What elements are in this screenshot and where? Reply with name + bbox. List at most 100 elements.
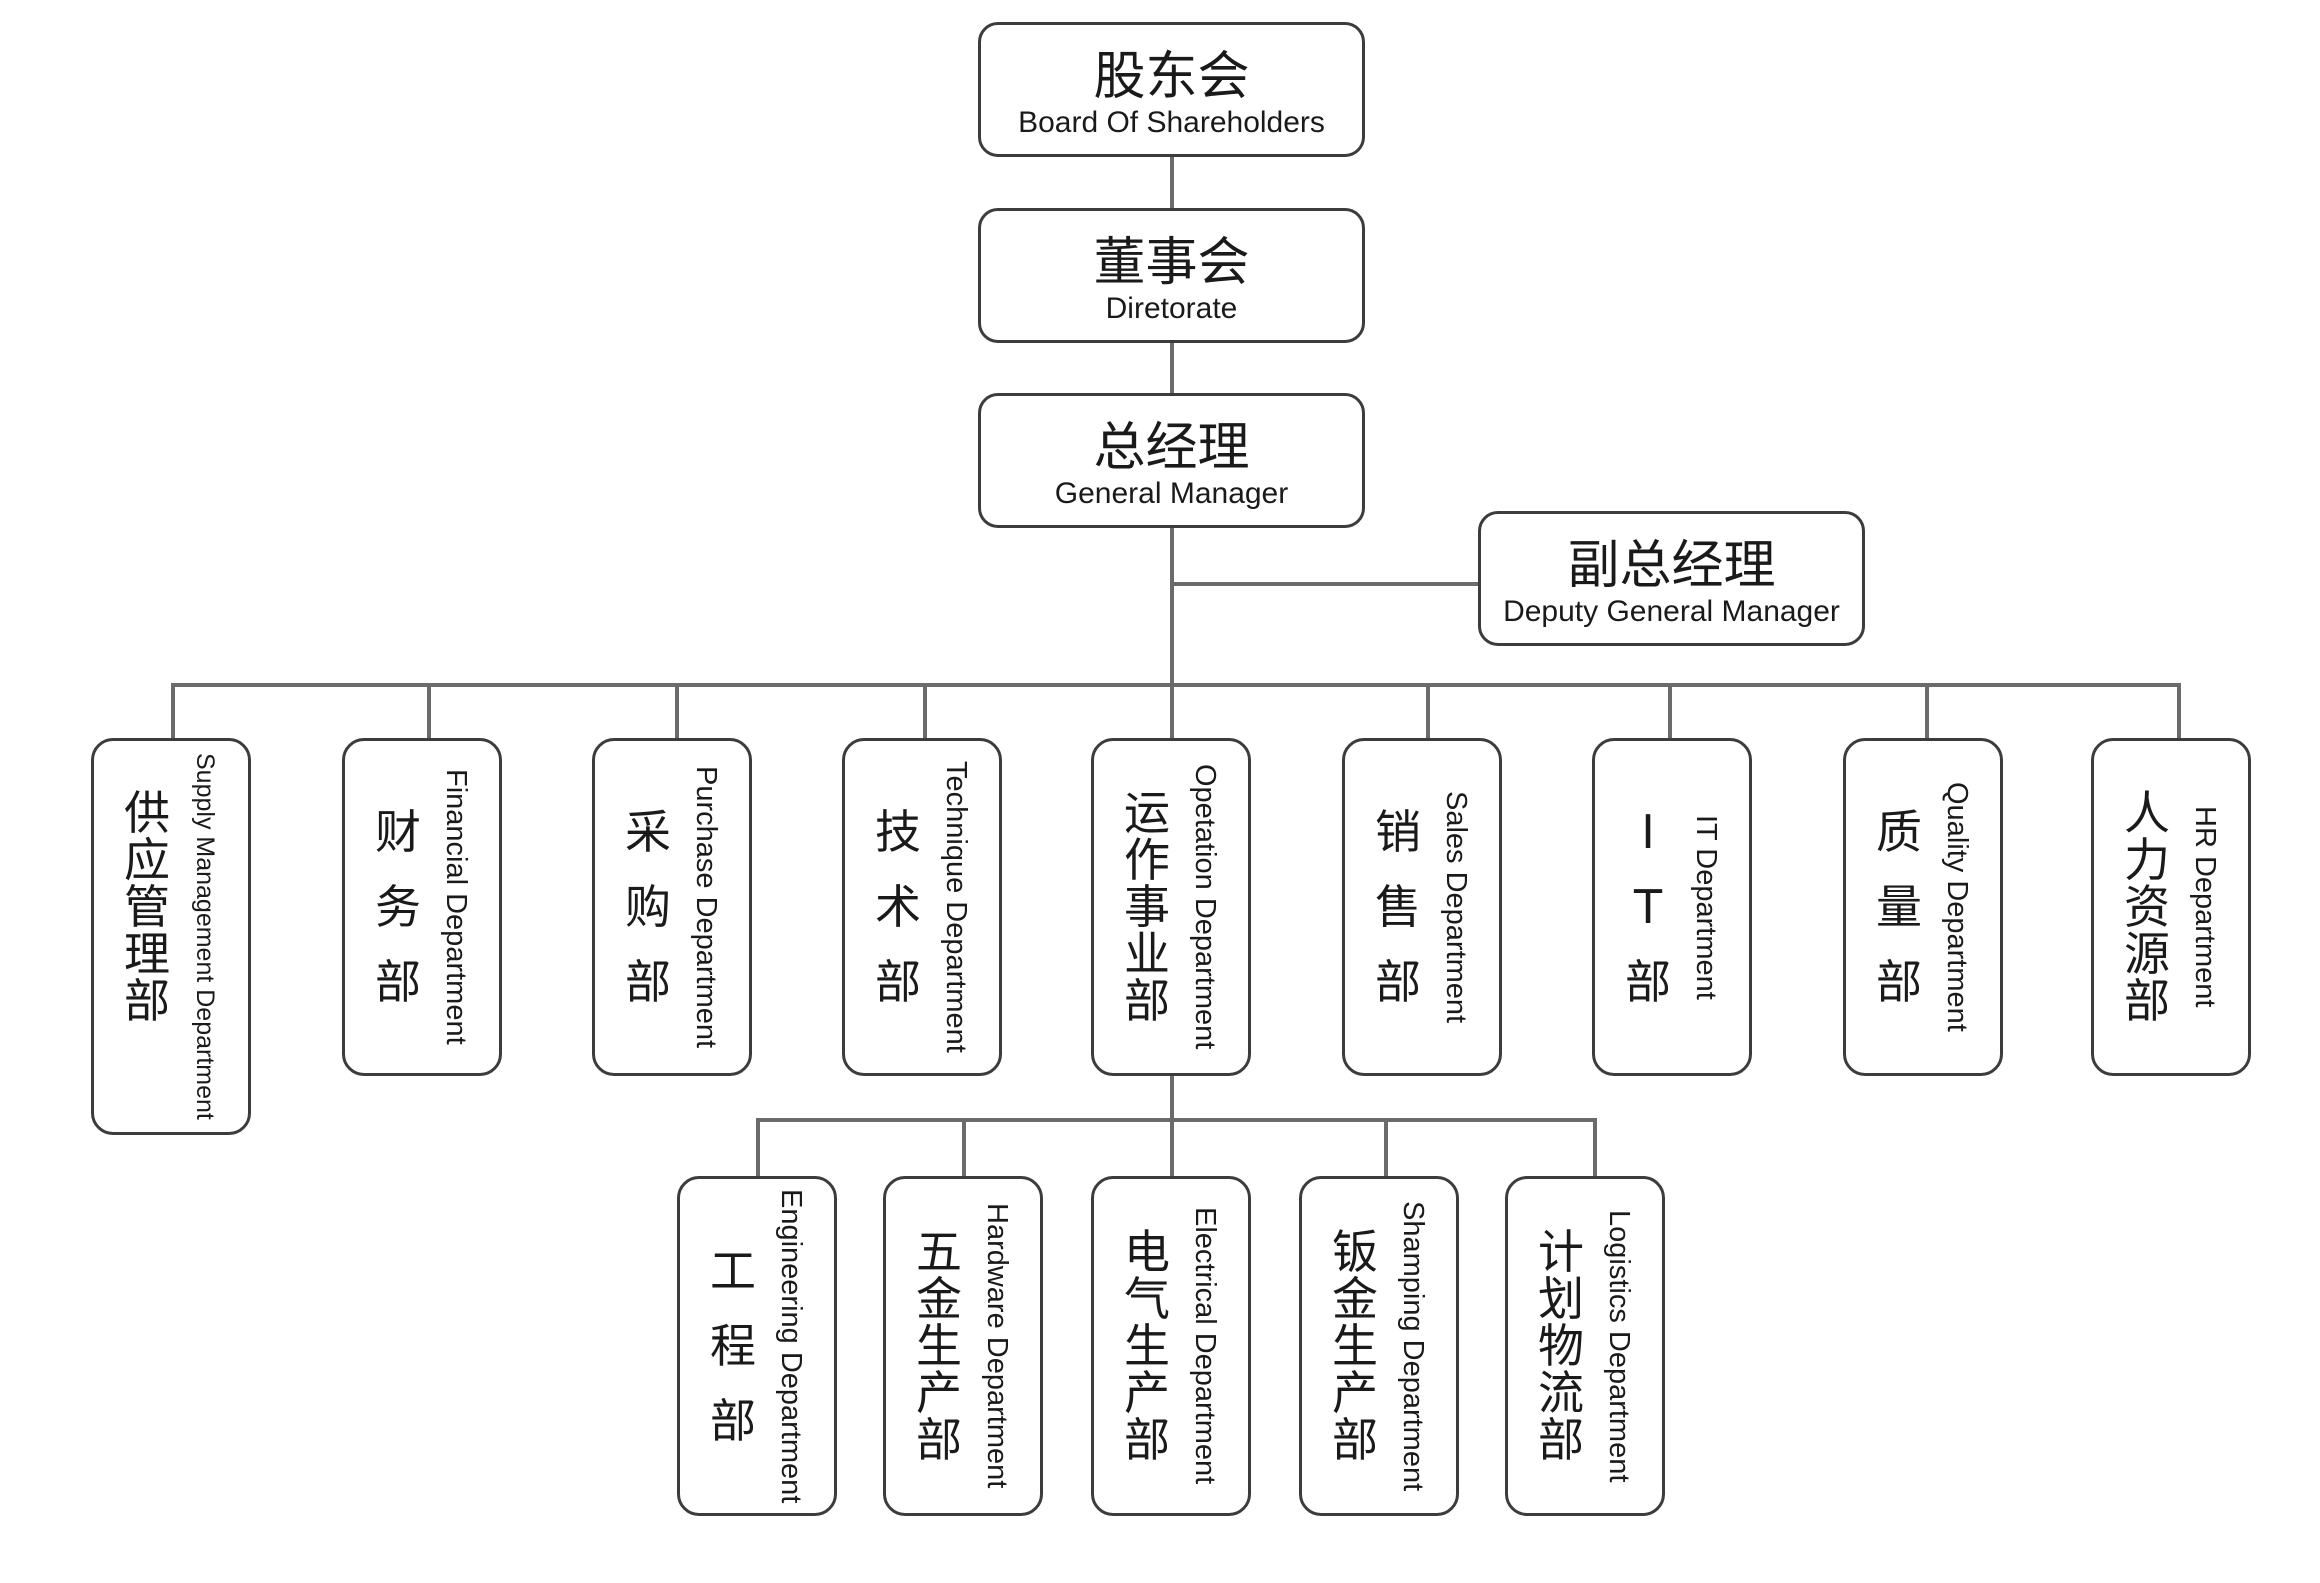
dept-name-cn: 技术部 — [875, 804, 921, 1006]
name-character: 销 — [1375, 804, 1421, 859]
name-character: 部 — [916, 1412, 962, 1467]
dept-name-en: HR Department — [2189, 806, 2221, 1008]
subdept-box-hardware: 五金生产部 Hardware Department — [883, 1176, 1043, 1516]
node-name-en: Board Of Shareholders — [1018, 106, 1325, 139]
subdept-box-logistics: 计划物流部 Logistics Department — [1505, 1176, 1665, 1516]
name-character: 部 — [710, 1393, 756, 1448]
dept-box-quality: 质量部 Quality Department — [1843, 738, 2003, 1076]
name-character: 五 — [916, 1224, 962, 1279]
dept-name-cn: 人力资源部 — [2124, 785, 2170, 1028]
dept-box-sales: 销售部 Sales Department — [1342, 738, 1502, 1076]
name-character: 电 — [1124, 1224, 1170, 1279]
name-character: 应 — [124, 832, 170, 887]
name-character: 务 — [375, 879, 421, 934]
subdept-name-cn: 电气生产部 — [1124, 1224, 1170, 1467]
name-character: 部 — [1625, 954, 1671, 1009]
name-character: 部 — [625, 954, 671, 1009]
name-character: 生 — [1332, 1318, 1378, 1373]
node-name-en: Diretorate — [1105, 292, 1238, 325]
name-character: 术 — [875, 879, 921, 934]
dept-name-cn: 采购部 — [625, 804, 671, 1009]
name-character: 产 — [1124, 1365, 1170, 1420]
name-character: 管 — [124, 879, 170, 934]
subdept-box-engineering: 工程部 Engineering Department — [677, 1176, 837, 1516]
name-character: 资 — [2124, 879, 2170, 934]
dept-name-en: IT Department — [1690, 814, 1722, 1000]
node-name-cn: 总经理 — [1093, 418, 1250, 478]
name-character: 售 — [1375, 879, 1421, 934]
subdept-name-cn: 工程部 — [710, 1243, 756, 1448]
name-character: 理 — [124, 926, 170, 981]
name-character: 供 — [124, 785, 170, 840]
name-character: 量 — [1876, 879, 1922, 934]
deputy-general-manager-box: 副总经理 Deputy General Manager — [1478, 511, 1865, 646]
subdept-name-en: Logistics Department — [1603, 1209, 1635, 1483]
dept-box-hr: 人力资源部 HR Department — [2091, 738, 2251, 1076]
dept-name-en: Purchase Department — [690, 765, 722, 1049]
subdept-name-cn: 钣金生产部 — [1332, 1228, 1378, 1464]
dept-box-technique: 技术部 Technique Department — [842, 738, 1002, 1076]
dept-name-en: Technique Department — [940, 761, 972, 1053]
node-name-cn: 董事会 — [1093, 233, 1250, 293]
directorate-box: 董事会 Diretorate — [978, 208, 1365, 343]
dept-name-en: Sales Department — [1440, 790, 1472, 1024]
name-character: 部 — [1876, 954, 1922, 1009]
name-character: 作 — [1124, 832, 1170, 887]
general-manager-box: 总经理 General Manager — [978, 393, 1365, 528]
node-name-cn: 副总经理 — [1567, 536, 1776, 596]
node-name-en: General Manager — [1054, 477, 1289, 510]
name-character: 财 — [375, 804, 421, 859]
subdept-box-shamping: 钣金生产部 Shamping Department — [1299, 1176, 1459, 1516]
name-character: 划 — [1538, 1271, 1584, 1326]
dept-name-cn: 财务部 — [375, 804, 421, 1009]
subdept-name-en: Engineering Department — [775, 1188, 807, 1504]
node-name-cn: 股东会 — [1093, 47, 1250, 107]
dept-name-cn: 质量部 — [1876, 804, 1922, 1009]
name-character: 部 — [1375, 954, 1421, 1009]
subdept-name-cn: 计划物流部 — [1538, 1228, 1584, 1464]
subdept-name-cn: 五金生产部 — [916, 1224, 962, 1467]
node-name-en: Deputy General Manager — [1503, 595, 1840, 628]
name-character: 工 — [710, 1243, 756, 1298]
name-character: I — [1641, 804, 1655, 859]
name-character: 金 — [1332, 1271, 1378, 1326]
name-character: 程 — [710, 1318, 756, 1373]
name-character: 业 — [1124, 926, 1170, 981]
name-character: 源 — [2124, 926, 2170, 981]
dept-box-operation: 运作事业部 Opetation Department — [1091, 738, 1251, 1076]
name-character: 金 — [916, 1271, 962, 1326]
name-character: 物 — [1538, 1318, 1584, 1373]
name-character: 部 — [1124, 973, 1170, 1028]
dept-name-cn: 运作事业部 — [1124, 785, 1170, 1028]
name-character: 部 — [2124, 973, 2170, 1028]
name-character: 技 — [875, 804, 921, 859]
board-of-shareholders-box: 股东会 Board Of Shareholders — [978, 22, 1365, 157]
subdept-name-en: Shamping Department — [1397, 1200, 1429, 1492]
name-character: T — [1633, 879, 1663, 934]
dept-name-en: Supply Management Department — [191, 753, 219, 1120]
name-character: 事 — [1124, 879, 1170, 934]
name-character: 产 — [1332, 1365, 1378, 1420]
name-character: 部 — [124, 973, 170, 1028]
name-character: 质 — [1876, 804, 1922, 859]
name-character: 流 — [1538, 1365, 1584, 1420]
subdept-name-en: Electrical Department — [1189, 1207, 1221, 1485]
dept-box-financial: 财务部 Financial Department — [342, 738, 502, 1076]
name-character: 力 — [2124, 832, 2170, 887]
subdept-box-electrical: 电气生产部 Electrical Department — [1091, 1176, 1251, 1516]
name-character: 部 — [375, 954, 421, 1009]
name-character: 产 — [916, 1365, 962, 1420]
name-character: 部 — [1124, 1412, 1170, 1467]
dept-box-supply-management: 供应管理部 Supply Management Department — [91, 738, 251, 1135]
dept-name-en: Quality Department — [1941, 782, 1973, 1032]
name-character: 采 — [625, 804, 671, 859]
name-character: 生 — [1124, 1318, 1170, 1373]
dept-name-cn: 销售部 — [1375, 804, 1421, 1009]
subdept-name-en: Hardware Department — [981, 1203, 1013, 1489]
name-character: 人 — [2124, 785, 2170, 840]
name-character: 购 — [625, 879, 671, 934]
name-character: 运 — [1124, 785, 1170, 840]
